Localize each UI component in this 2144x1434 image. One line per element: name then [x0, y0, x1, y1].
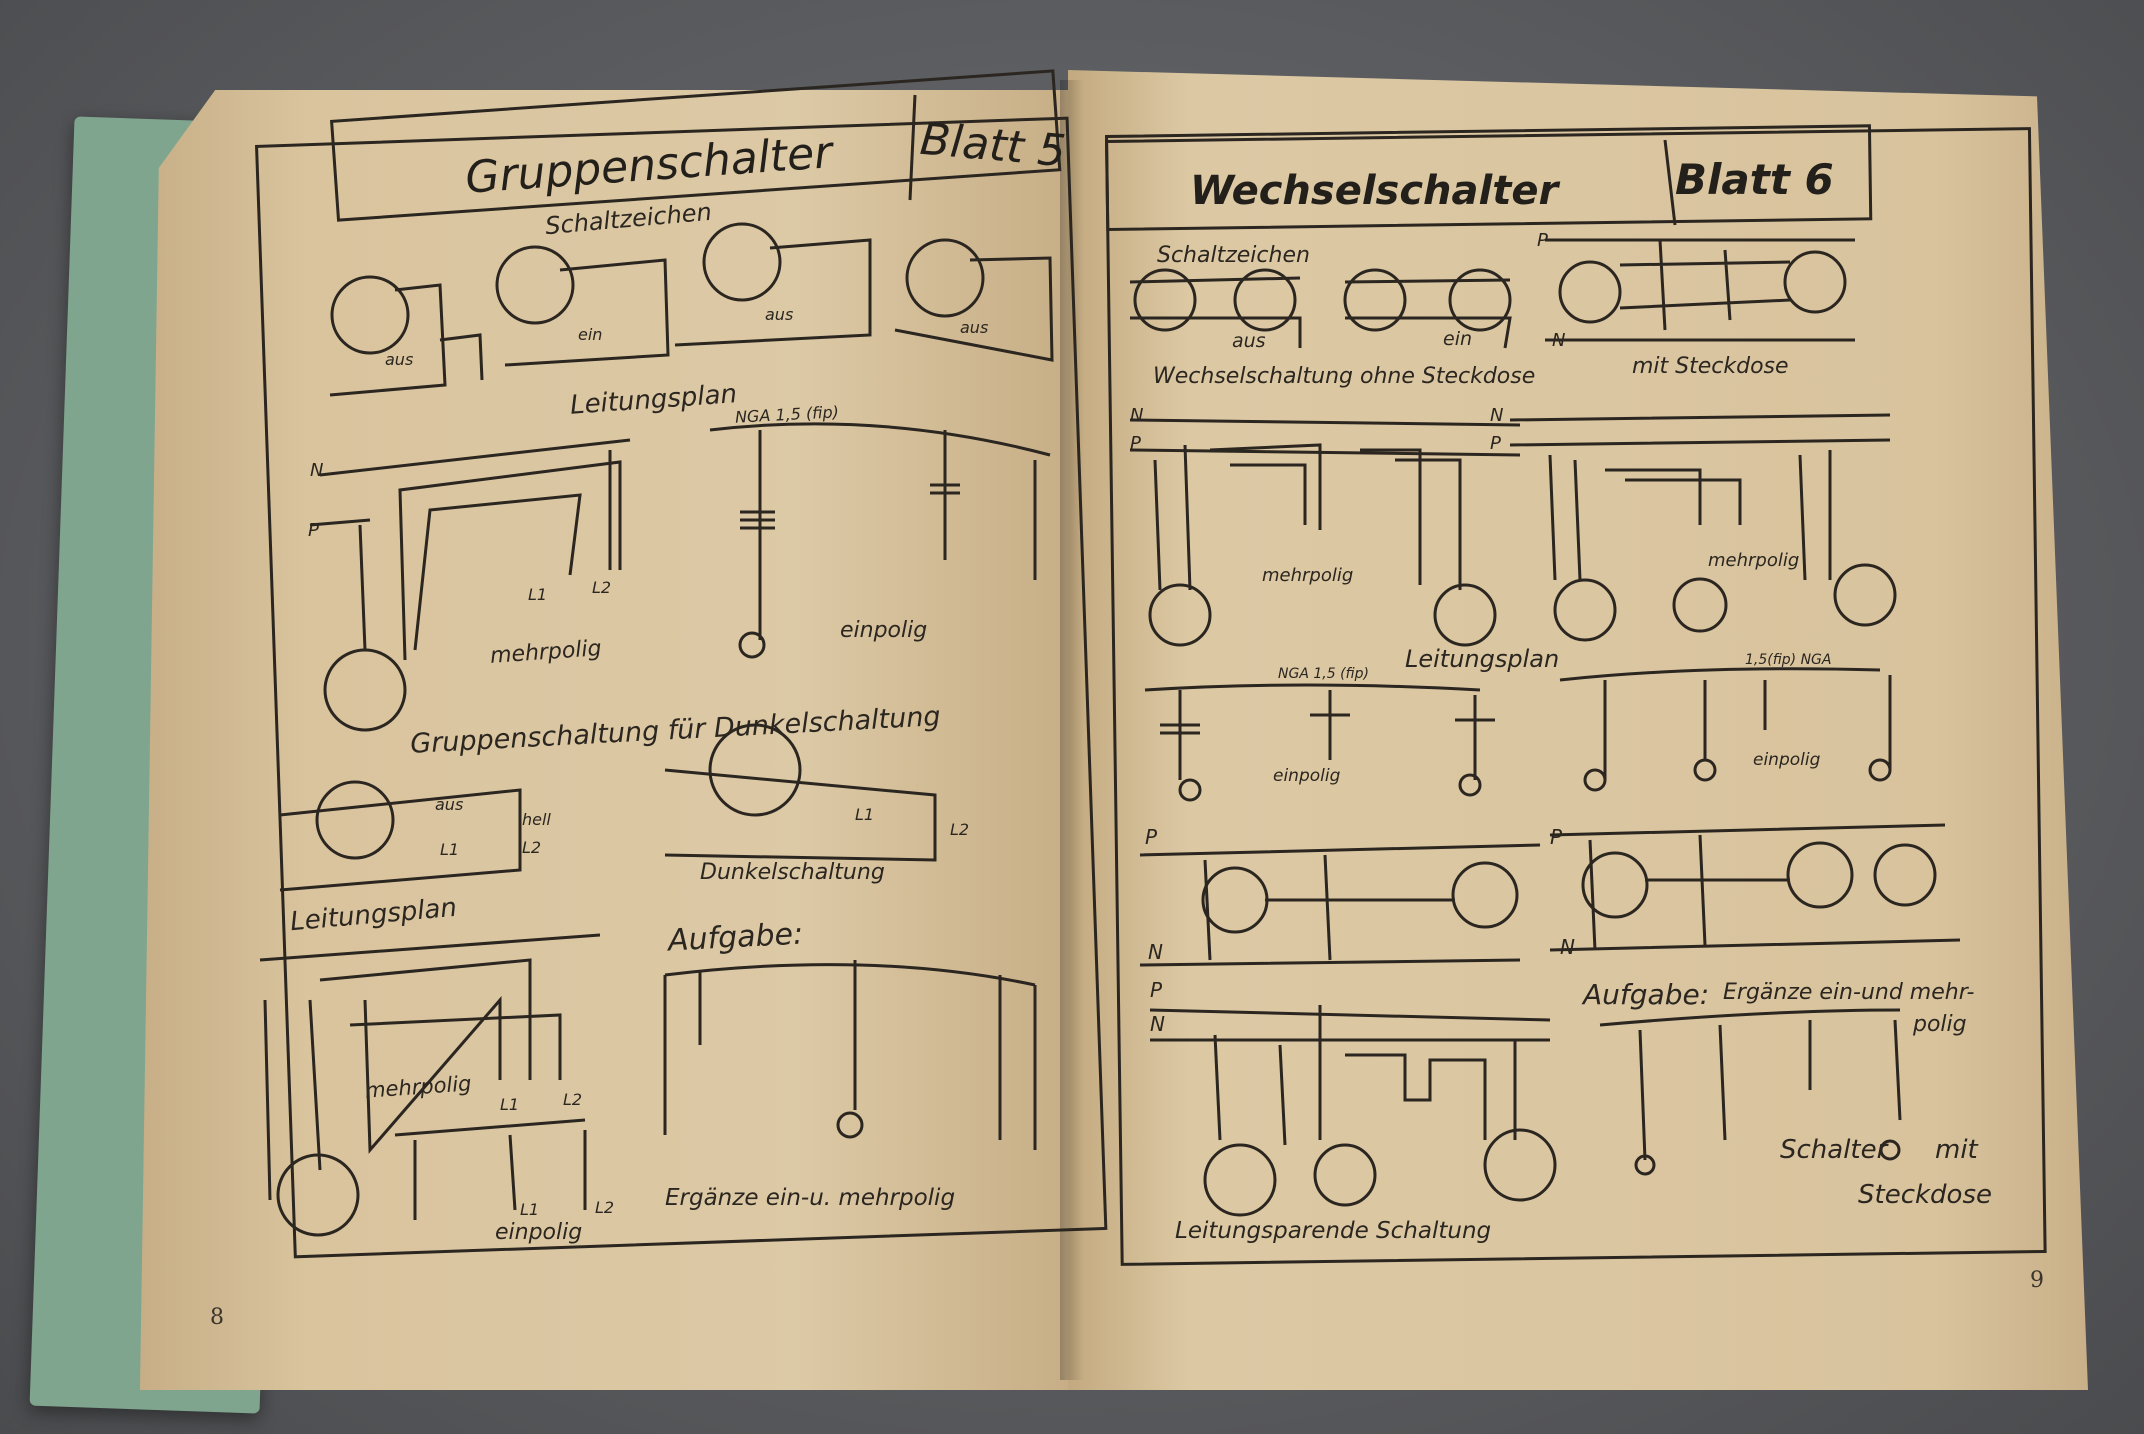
right-n-label-6: N	[1150, 1012, 1165, 1036]
right-mit-label: mit	[1935, 1135, 1978, 1165]
left-ein-label: ein	[578, 325, 603, 344]
right-p-label-5: P	[1550, 825, 1563, 849]
right-schalter-label: Schalter	[1780, 1135, 1888, 1165]
left-l2-label-4: L2	[563, 1090, 583, 1109]
left-l2-label-5: L2	[595, 1198, 615, 1217]
right-n-label-2: N	[1130, 405, 1144, 426]
right-n-label-3: N	[1490, 405, 1504, 426]
right-n-label-4: N	[1148, 940, 1163, 964]
left-p-label: P	[308, 520, 319, 541]
left-l1-label-4: L1	[500, 1095, 520, 1114]
left-l1-label-3: L1	[855, 805, 875, 824]
right-einpolig-label-1: einpolig	[1273, 766, 1341, 786]
right-nga-label: NGA 1,5 (fip)	[1278, 666, 1369, 682]
left-schaltzeichen-row	[329, 222, 1054, 397]
left-aufgabe-label: Aufgabe:	[667, 916, 804, 959]
right-p-label-3: P	[1490, 433, 1501, 454]
right-schaltzeichen-row	[1129, 238, 1855, 349]
right-title-divider	[1663, 139, 1677, 226]
left-n-label: N	[310, 460, 324, 481]
right-sheet-label: Blatt 6	[1675, 155, 1834, 204]
right-nga-label-2: 1,5(fip) NGA	[1745, 652, 1832, 668]
right-leitungsplan-label: Leitungsplan	[1405, 645, 1560, 673]
right-leitungsparende-label: Leitungsparende Schaltung	[1175, 1218, 1492, 1244]
left-dunkelschaltung-label: Dunkelschaltung	[700, 860, 885, 885]
left-einpolig	[709, 422, 1051, 659]
left-aufgabe	[663, 960, 1037, 1150]
left-l1-label-2: L1	[440, 840, 460, 859]
left-l2-label-3: L2	[950, 820, 970, 839]
left-aus-label-2: aus	[765, 305, 794, 324]
right-mit-steckdose-label: mit Steckdose	[1632, 354, 1789, 379]
right-n-label-5: N	[1560, 935, 1575, 959]
left-title-divider	[908, 94, 917, 201]
right-leitungsparende	[1149, 1005, 1557, 1217]
right-page-number: 9	[2030, 1268, 2044, 1293]
left-page-number: 8	[210, 1305, 224, 1330]
right-mehrpolig-plans	[1129, 413, 1897, 647]
book-gutter	[1060, 80, 1084, 1380]
right-mehrpolig-label-2: mehrpolig	[1708, 550, 1800, 571]
right-aufgabe-text-1: Ergänze ein-und mehr-	[1723, 980, 1975, 1005]
left-l1-label-5: L1	[520, 1200, 540, 1219]
right-schaltzeichen-label: Schaltzeichen	[1157, 243, 1310, 268]
left-page	[140, 90, 1080, 1390]
left-einpolig-label: einpolig	[840, 618, 928, 643]
left-aus-label-4: aus	[435, 795, 464, 814]
right-p-label-6: P	[1150, 978, 1163, 1002]
left-l2-label: L2	[592, 578, 612, 597]
left-l1-label: L1	[528, 585, 548, 604]
left-ergaenze-label: Ergänze ein-u. mehrpolig	[665, 1185, 956, 1211]
right-n-label-1: N	[1552, 330, 1566, 351]
left-aus-label-1: aus	[385, 350, 414, 369]
right-p-label-4: P	[1145, 825, 1158, 849]
right-ein-label: ein	[1443, 328, 1473, 350]
right-aufgabe-label: Aufgabe:	[1583, 978, 1710, 1011]
right-einpolig-label-2: einpolig	[1753, 750, 1821, 770]
right-p-label-2: P	[1130, 433, 1141, 454]
right-p-label-1: P	[1537, 230, 1548, 251]
left-gruppenschaltung	[279, 723, 937, 892]
right-aufgabe-text-2: polig	[1913, 1012, 1967, 1037]
right-mehrpolig-label-1: mehrpolig	[1262, 565, 1354, 586]
right-ohne-steckdose-label: Wechselschaltung ohne Steckdose	[1153, 364, 1536, 389]
left-hell-label: hell	[522, 810, 551, 829]
left-leitungsplan-bottom	[259, 933, 601, 1237]
left-aus-label-3: aus	[960, 318, 989, 337]
left-l2-label-2: L2	[522, 838, 542, 857]
left-leitungsplan-mehrpolig	[309, 438, 631, 732]
right-aus-label: aus	[1232, 330, 1266, 352]
left-einpolig-label-2: einpolig	[495, 1220, 583, 1245]
right-steckdose-label: Steckdose	[1858, 1180, 1992, 1210]
right-einpolig-rows	[1144, 667, 1892, 802]
right-aufgabe	[1599, 1008, 1902, 1176]
right-page-title: Wechselschalter	[1190, 168, 1559, 214]
right-pn-schemes	[1139, 823, 1961, 967]
